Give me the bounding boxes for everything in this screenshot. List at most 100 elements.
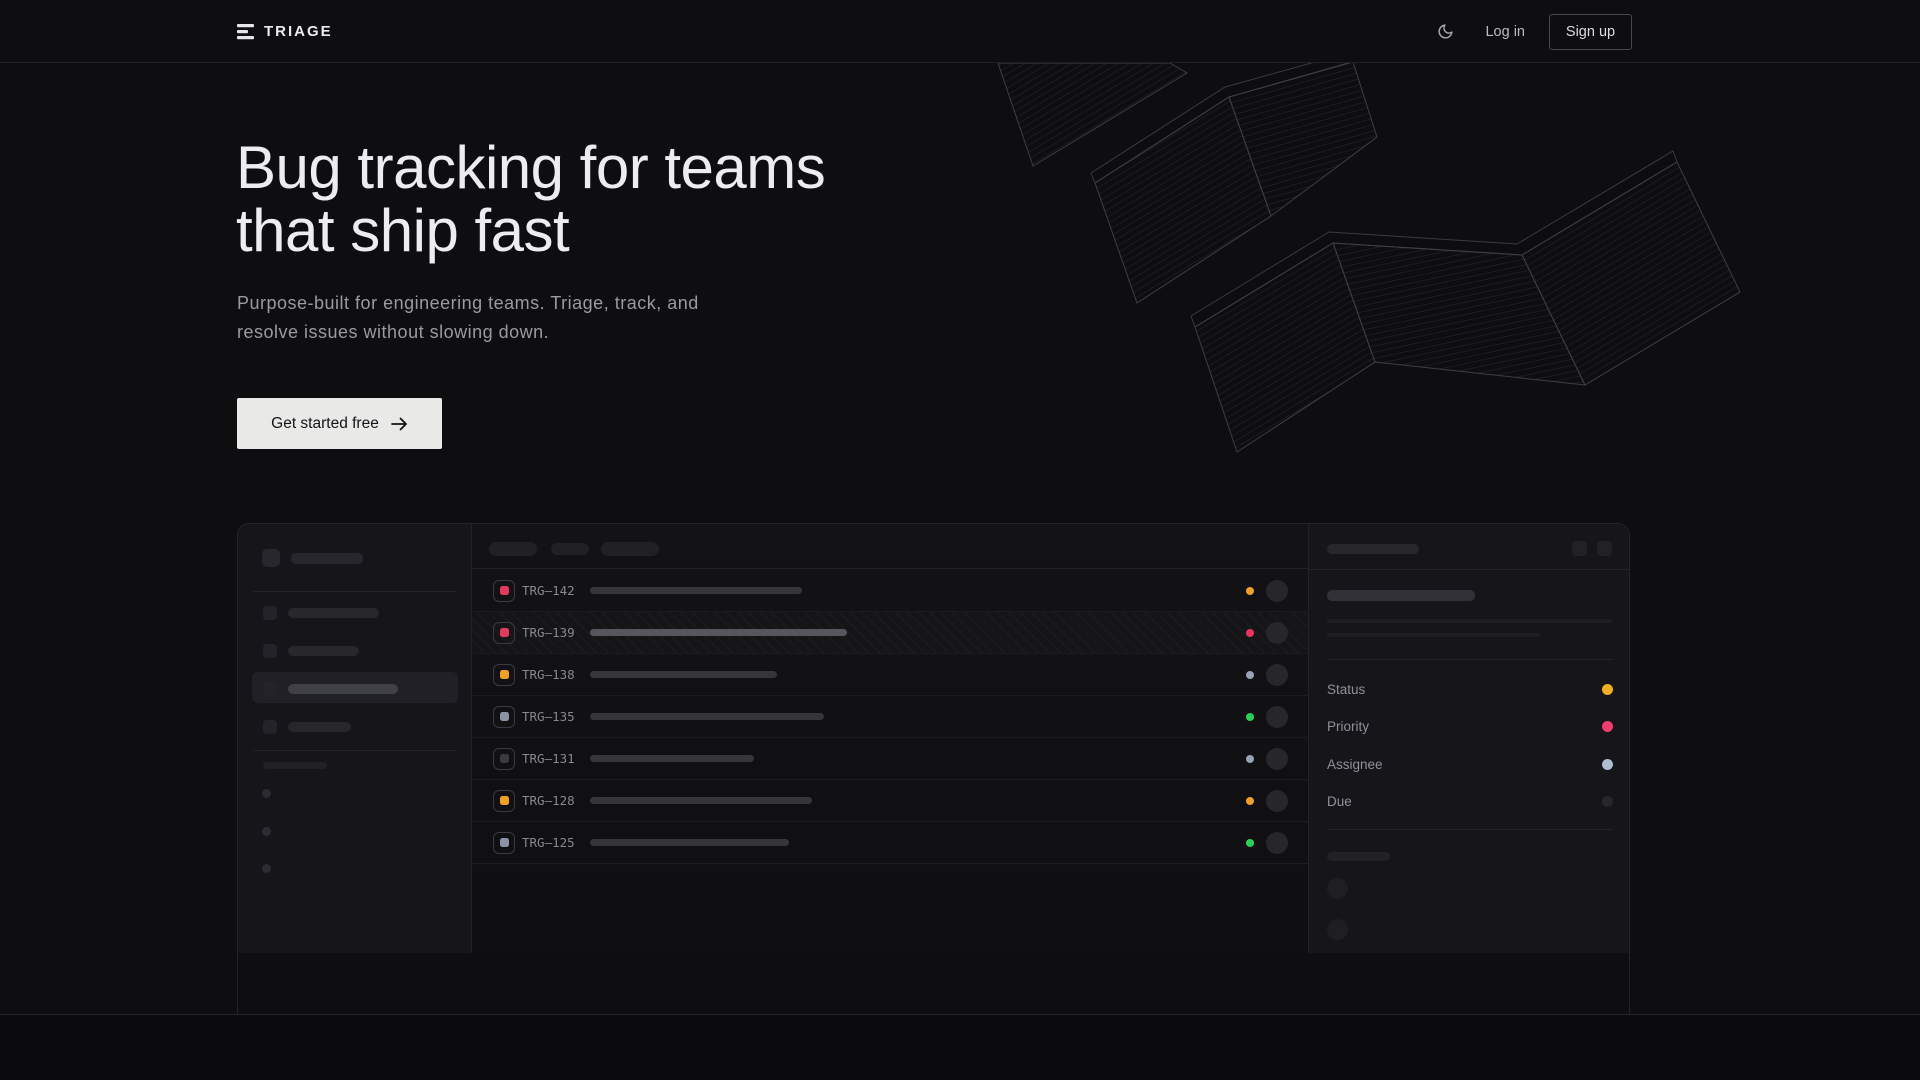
- arrow-right-icon: [390, 417, 407, 430]
- filter-pill-skeleton: [601, 542, 659, 556]
- app-mockup: TRG–142 TRG–139 TRG–138: [237, 523, 1630, 1014]
- detail-header-skeleton: [1327, 544, 1419, 554]
- field-label: Status: [1327, 681, 1366, 697]
- issue-row: TRG–128: [472, 780, 1308, 822]
- issue-type-icon: [493, 579, 515, 602]
- brand-name: TRIAGE: [264, 23, 333, 40]
- avatar: [1266, 579, 1288, 602]
- moon-icon[interactable]: [1437, 23, 1454, 40]
- field-value-dot: [1602, 795, 1613, 807]
- status-dot: [1246, 670, 1254, 679]
- detail-field: Assignee: [1327, 756, 1613, 772]
- issue-title-skeleton: [590, 797, 812, 804]
- issue-type-icon: [493, 663, 515, 686]
- filter-pill-skeleton: [489, 542, 537, 556]
- triage-logo-icon: [237, 24, 254, 40]
- avatar: [1266, 747, 1288, 770]
- filter-pill-skeleton: [551, 543, 589, 555]
- avatar: [1266, 789, 1288, 812]
- issue-title-skeleton: [590, 839, 789, 846]
- get-started-button[interactable]: Get started free: [237, 398, 442, 449]
- avatar: [1266, 621, 1288, 644]
- status-dot: [1246, 838, 1254, 847]
- sidebar-divider: [253, 591, 457, 592]
- list-header: [472, 524, 1308, 569]
- sidebar-item-skeleton: [288, 646, 359, 656]
- issue-title-skeleton: [590, 713, 824, 720]
- sidebar-item-skeleton: [288, 722, 351, 732]
- issue-title-skeleton: [590, 671, 777, 678]
- sidebar-dot-skeleton: [262, 827, 271, 836]
- field-value-dot: [1602, 683, 1613, 695]
- issue-row: TRG–138: [472, 654, 1308, 696]
- mockup-sidebar: [238, 524, 472, 953]
- detail-action-skeleton: [1597, 541, 1612, 556]
- issue-type-icon: [493, 705, 515, 728]
- detail-divider: [1327, 829, 1613, 830]
- status-dot: [1246, 586, 1254, 595]
- sidebar-item-icon-skeleton: [263, 682, 277, 696]
- nav-actions: Log in Sign up: [1437, 0, 1632, 63]
- footer: [0, 1014, 1920, 1080]
- issue-title-skeleton: [590, 587, 802, 594]
- field-value-dot: [1602, 758, 1613, 770]
- sidebar-item-icon-skeleton: [263, 720, 277, 734]
- status-dot: [1246, 796, 1254, 805]
- issue-rows: TRG–142 TRG–139 TRG–138: [472, 570, 1308, 864]
- field-value-dot: [1602, 720, 1613, 732]
- sidebar-divider: [253, 750, 457, 751]
- detail-divider: [1327, 659, 1613, 660]
- field-label: Priority: [1327, 718, 1370, 734]
- issue-type-icon: [493, 831, 515, 854]
- login-link[interactable]: Log in: [1485, 23, 1525, 40]
- comment-avatar-skeleton: [1327, 878, 1348, 899]
- status-dot: [1246, 712, 1254, 721]
- avatar: [1266, 831, 1288, 854]
- sidebar-item-skeleton: [288, 608, 379, 618]
- workspace-icon-skeleton: [262, 549, 280, 567]
- issue-row: TRG–131: [472, 738, 1308, 780]
- top-nav: TRIAGE Log in Sign up: [0, 0, 1920, 63]
- mockup-detail-panel: Status Priority Assignee Due: [1308, 524, 1629, 953]
- status-dot: [1246, 628, 1254, 637]
- avatar: [1266, 705, 1288, 728]
- issue-title-skeleton: [590, 629, 847, 636]
- mockup-issue-list: TRG–142 TRG–139 TRG–138: [472, 524, 1308, 1014]
- status-dot: [1246, 754, 1254, 763]
- sidebar-section-skeleton: [263, 762, 327, 769]
- issue-type-icon: [493, 621, 515, 644]
- issue-id: TRG–131: [522, 751, 575, 766]
- sidebar-dot-skeleton: [262, 864, 271, 873]
- field-label: Due: [1327, 793, 1352, 809]
- sidebar-item-icon-skeleton: [263, 644, 277, 658]
- issue-row: TRG–139: [472, 612, 1308, 654]
- signup-button[interactable]: Sign up: [1549, 13, 1632, 50]
- sidebar-item-skeleton: [288, 684, 398, 694]
- issue-row: TRG–142: [472, 570, 1308, 612]
- comment-avatar-skeleton: [1327, 919, 1348, 940]
- issue-id: TRG–125: [522, 835, 575, 850]
- issue-title-skeleton: [590, 755, 754, 762]
- issue-type-icon: [493, 747, 515, 770]
- detail-line-skeleton: [1327, 619, 1612, 623]
- detail-action-skeleton: [1572, 541, 1587, 556]
- detail-section-skeleton: [1327, 852, 1390, 861]
- detail-title-skeleton: [1327, 590, 1475, 601]
- hero-subtitle: Purpose-built for engineering teams. Tri…: [237, 293, 699, 342]
- brand-logo[interactable]: TRIAGE: [237, 0, 333, 63]
- issue-id: TRG–142: [522, 583, 575, 598]
- detail-field: Due: [1327, 793, 1613, 809]
- detail-line-skeleton: [1327, 633, 1540, 637]
- sidebar-dot-skeleton: [262, 789, 271, 798]
- cta-label: Get started free: [271, 414, 379, 432]
- issue-id: TRG–138: [522, 667, 575, 682]
- issue-type-icon: [493, 789, 515, 812]
- detail-divider: [1309, 569, 1629, 570]
- detail-field: Priority: [1327, 718, 1613, 734]
- issue-row: TRG–135: [472, 696, 1308, 738]
- field-label: Assignee: [1327, 756, 1383, 772]
- workspace-name-skeleton: [291, 553, 363, 564]
